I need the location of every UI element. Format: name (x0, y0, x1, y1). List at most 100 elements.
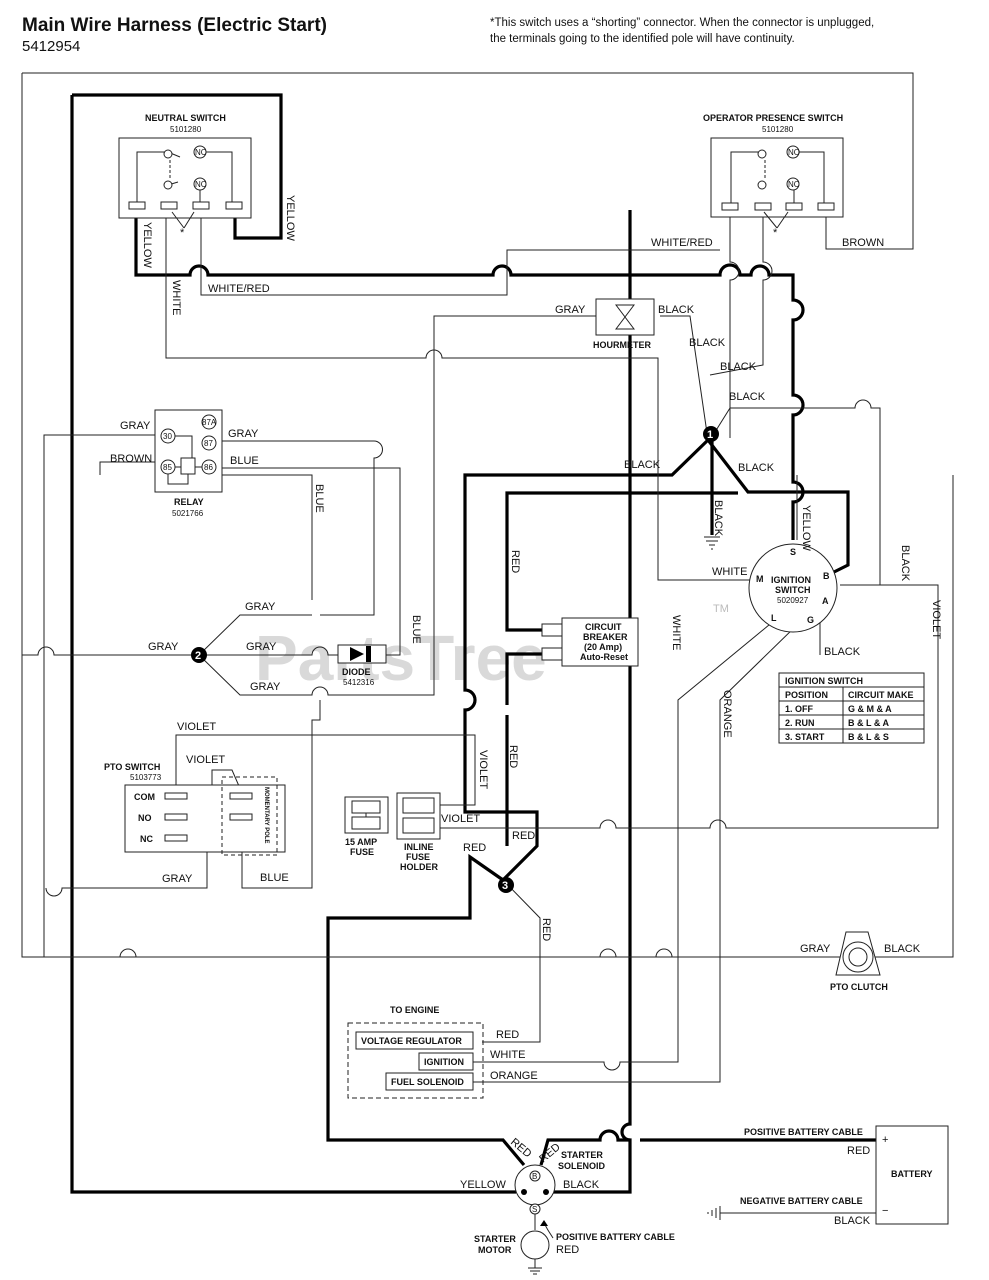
momentary-pole-label: MOMENTARY POLE (263, 787, 269, 844)
relay-part: 5021766 (172, 509, 204, 518)
wire-label-red-4: RED (463, 842, 486, 854)
wire-label-red-5: RED (540, 918, 552, 941)
wire-label-red-1: RED (509, 550, 521, 573)
table-row-1-circuit: G & M & A (848, 704, 892, 714)
starter-motor: STARTER MOTOR POSITIVE BATTERY CABLE RED (474, 1220, 675, 1275)
watermark: PartsTree (255, 622, 547, 694)
wire-label-white-2: WHITE (712, 566, 747, 578)
neutral-switch-part: 5101280 (170, 125, 202, 134)
wire-label-orange-1: ORANGE (721, 690, 733, 738)
battery-neg-cable-label: NEGATIVE BATTERY CABLE (740, 1196, 863, 1206)
wire-label-brown-1: BROWN (842, 237, 884, 249)
nc-label-2: NC (195, 180, 207, 189)
part-number: 5412954 (22, 38, 80, 55)
wire-label-black-5: BLACK (624, 459, 661, 471)
wire-label-gray-9: GRAY (800, 943, 831, 955)
wire-label-violet-5: VIOLET (441, 813, 480, 825)
table-row-2-circuit: B & L & A (848, 718, 890, 728)
neutral-switch-label: NEUTRAL SWITCH (145, 113, 226, 123)
wire-label-white-3: WHITE (670, 615, 682, 650)
star-marker-1: * (180, 227, 185, 239)
wire-label-black-8: BLACK (899, 545, 911, 582)
wire-label-violet-1: VIOLET (930, 600, 942, 639)
wire-label-gray-7: GRAY (250, 681, 281, 693)
wire-label-red-7: RED (508, 1136, 534, 1160)
table-row-3-pos: 3. START (785, 732, 825, 742)
ground-icon (704, 536, 720, 550)
wire-label-gray-5: GRAY (148, 641, 179, 653)
wire-label-blue-4: BLUE (260, 872, 289, 884)
pto-switch-label: PTO SWITCH (104, 762, 160, 772)
wire-label-red-3: RED (512, 830, 535, 842)
inline-fuse-line-2: FUSE (406, 852, 430, 862)
operator-presence-switch: OPERATOR PRESENCE SWITCH 5101280 NO NC * (703, 113, 844, 239)
battery-plus: + (882, 1134, 888, 1146)
table-header-position: POSITION (785, 690, 828, 700)
wire-label-white-1: WHITE (170, 280, 182, 315)
pto-nc-label: NC (140, 834, 153, 844)
splice-1: 1 (703, 426, 719, 442)
motor-red-label: RED (556, 1244, 579, 1256)
no-label-1: NO (788, 148, 800, 157)
starter-solenoid: B S STARTER SOLENOID (514, 1150, 606, 1215)
ignition-term-l: L (771, 613, 777, 623)
splice-2: 2 (191, 647, 207, 663)
wire-label-black-9: BLACK (824, 646, 861, 658)
hourmeter-label: HOURMETER (593, 340, 651, 350)
table-row-2-pos: 2. RUN (785, 718, 815, 728)
table-row-3-circuit: B & L & S (848, 732, 889, 742)
solenoid-line-2: SOLENOID (558, 1161, 606, 1171)
ignition-term-a: A (822, 596, 829, 606)
ignition-term-b: B (823, 571, 830, 581)
pto-no-label: NO (138, 813, 152, 823)
battery-minus: − (882, 1205, 888, 1217)
note-line-1: *This switch uses a “shorting” connector… (490, 17, 874, 29)
ignition-term-g: G (807, 615, 814, 625)
wire-label-yellow-2: YELLOW (141, 222, 153, 268)
solenoid-line-1: STARTER (561, 1150, 603, 1160)
wire-label-yellow-4: YELLOW (460, 1179, 506, 1191)
wire-label-black-1: BLACK (658, 304, 695, 316)
solenoid-b-label: B (532, 1172, 537, 1181)
relay-pin-85: 85 (163, 463, 172, 472)
wire-label-black-2: BLACK (689, 337, 726, 349)
battery-pos-cable-label: POSITIVE BATTERY CABLE (744, 1127, 863, 1137)
diode: DIODE 5412316 (337, 644, 387, 687)
wire-label-black-7: BLACK (712, 500, 724, 537)
battery-red-label: RED (847, 1145, 870, 1157)
wire-label-black-10: BLACK (884, 943, 921, 955)
relay-pin-87a: 87A (202, 418, 217, 427)
wire-label-red-2: RED (507, 745, 519, 768)
wire-label-black-4: BLACK (729, 391, 766, 403)
operator-switch-part: 5101280 (762, 125, 794, 134)
pto-com-label: COM (134, 792, 155, 802)
wire-label-white-red-1: WHITE/RED (208, 283, 270, 295)
wire-label-black-11: BLACK (563, 1179, 600, 1191)
relay-pin-30: 30 (163, 432, 172, 441)
relay-pin-86: 86 (204, 463, 213, 472)
pto-clutch-label: PTO CLUTCH (830, 982, 888, 992)
diode-label: DIODE (342, 667, 371, 677)
ignition-switch-part: 5020927 (777, 596, 809, 605)
wire-label-gray-3: GRAY (228, 428, 259, 440)
inline-fuse-line-1: INLINE (404, 842, 434, 852)
motor-pos-cable-label: POSITIVE BATTERY CABLE (556, 1232, 675, 1242)
relay-pin-87: 87 (204, 439, 213, 448)
wire-label-gray-1: GRAY (555, 304, 586, 316)
star-marker-2: * (773, 227, 778, 239)
ignition-switch-line-1: IGNITION (771, 575, 811, 585)
ignition-term-m: M (756, 574, 764, 584)
page-title: Main Wire Harness (Electric Start) (22, 15, 327, 36)
inline-fuse-holder: INLINE FUSE HOLDER (396, 792, 441, 872)
wire-label-black-3: BLACK (720, 361, 757, 373)
breaker-line-1: CIRCUIT (585, 622, 622, 632)
fuel-solenoid-label: FUEL SOLENOID (391, 1077, 464, 1087)
splice-1-label: 1 (707, 429, 713, 441)
ignition-switch-line-2: SWITCH (775, 585, 811, 595)
main-power-loop (70, 93, 876, 1194)
wire-label-violet-3: VIOLET (186, 754, 225, 766)
battery: + − BATTERY POSITIVE BATTERY CABLE RED N… (707, 1125, 949, 1227)
to-engine: TO ENGINE VOLTAGE REGULATOR IGNITION FUE… (347, 1005, 484, 1099)
inline-fuse-line-3: HOLDER (400, 862, 439, 872)
table-row-1-pos: 1. OFF (785, 704, 814, 714)
